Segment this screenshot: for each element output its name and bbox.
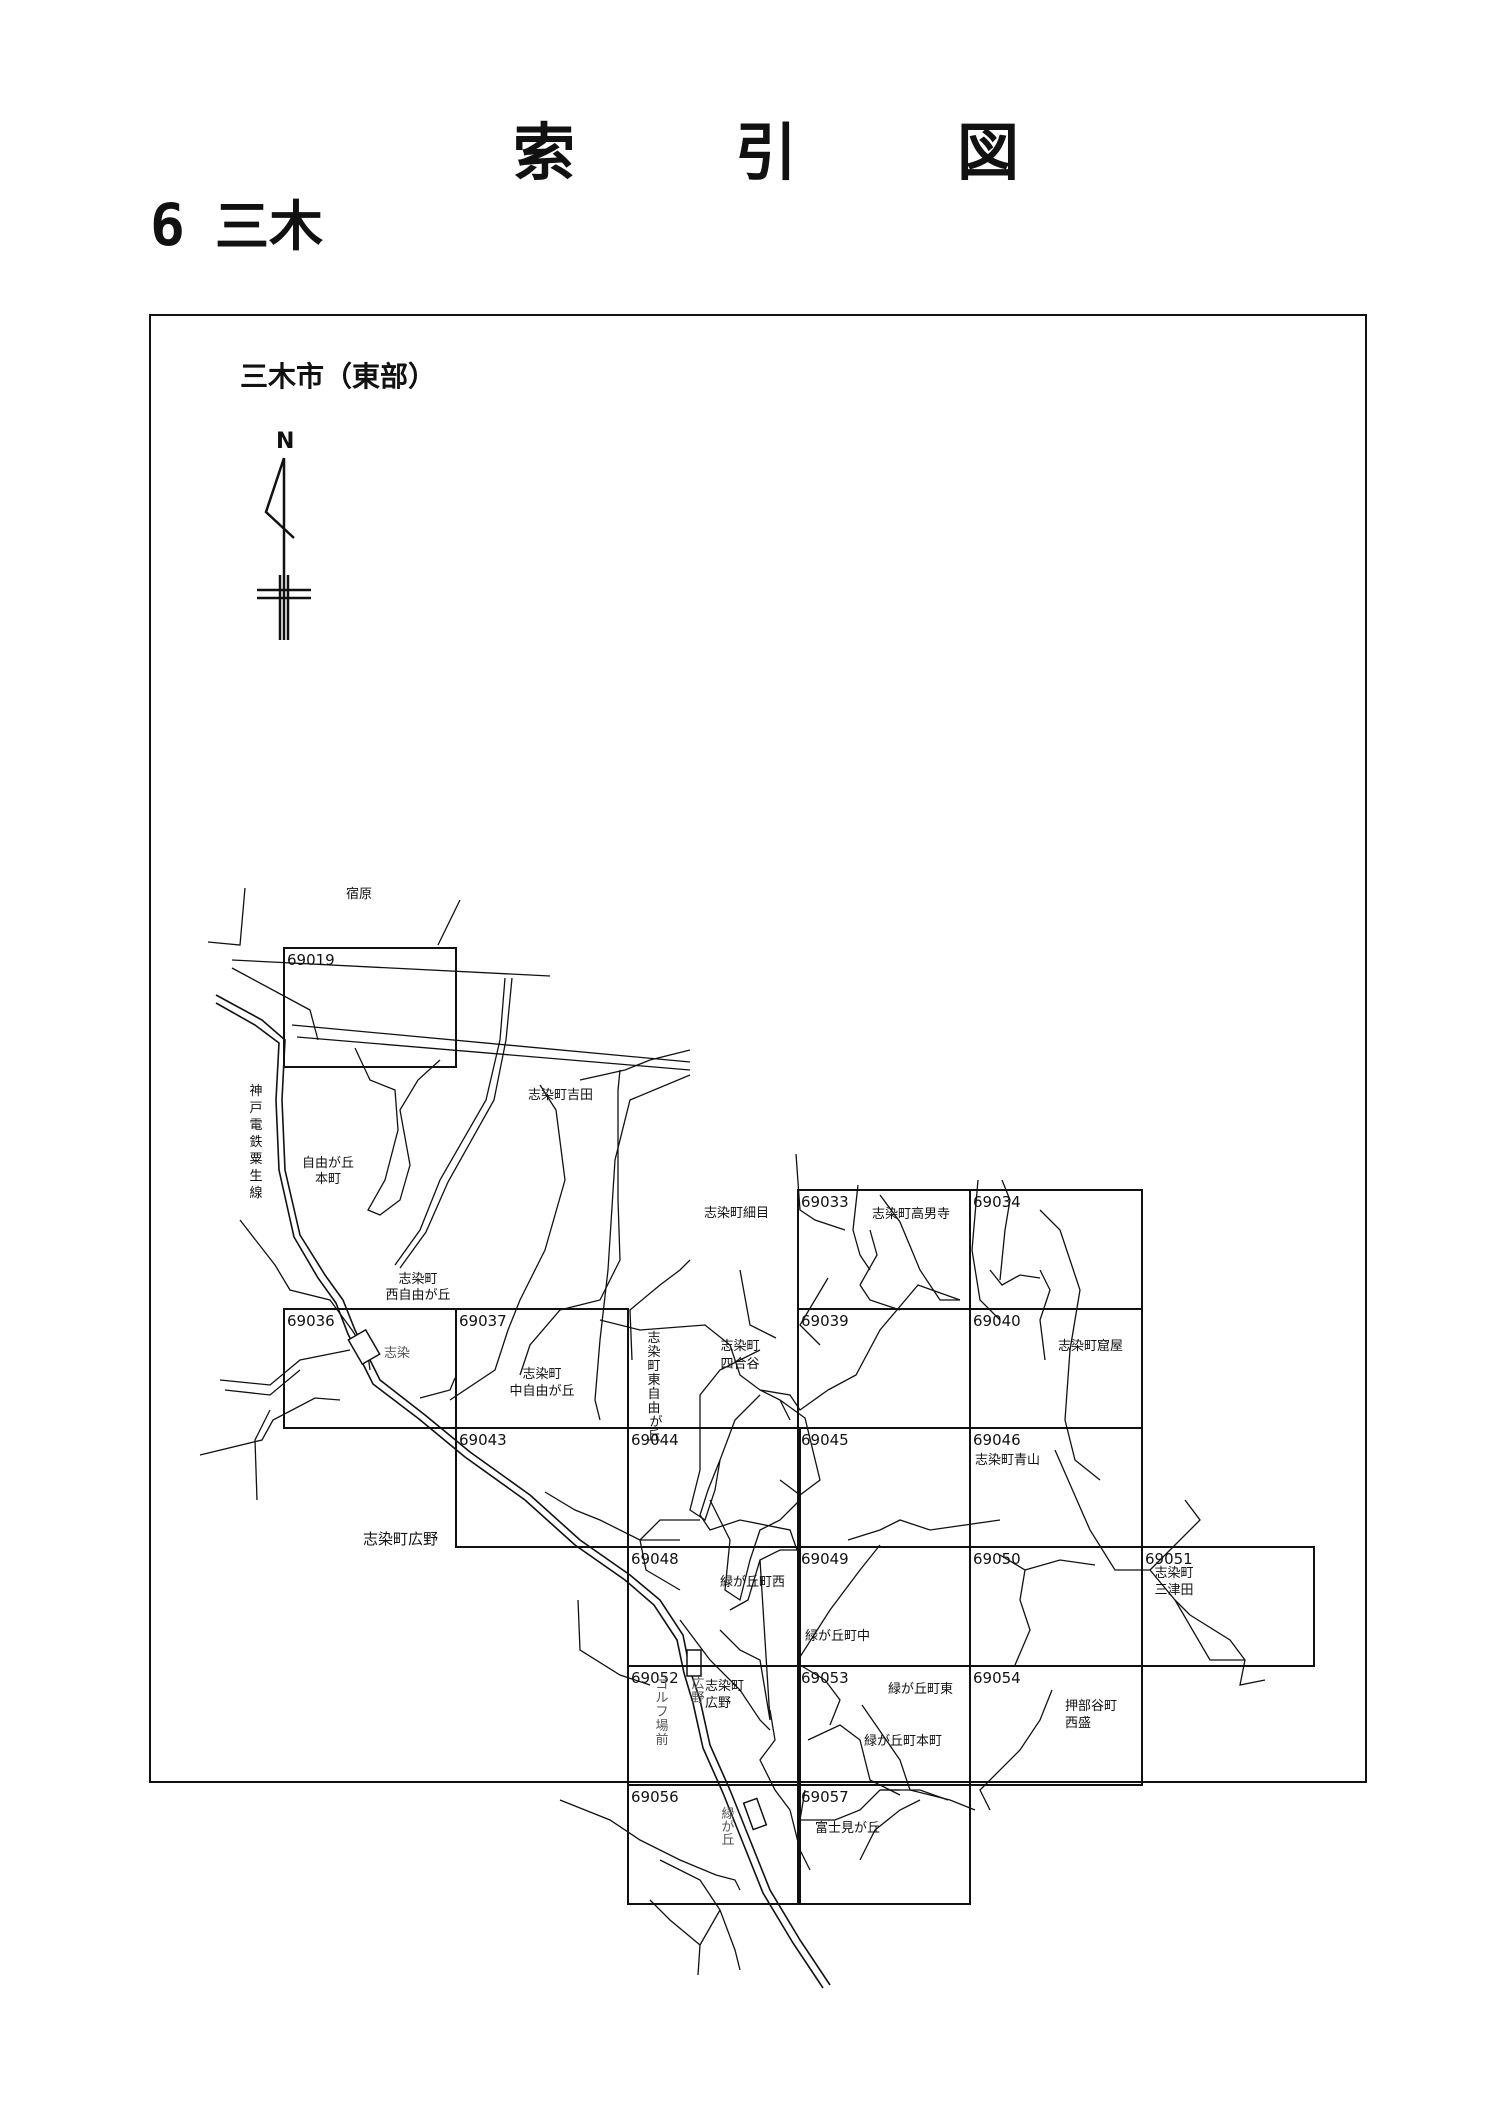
station-hirono-line1: 広野 [691,1677,704,1706]
tile-label-69046: 志染町青山 [975,1453,1040,1468]
tile-id-69040: 69040 [973,1312,1021,1330]
tile-label-69049: 緑が丘町中 [805,1629,870,1644]
tile-id-69045: 69045 [801,1431,849,1449]
tile-id-69054: 69054 [973,1669,1021,1687]
tile-id-69037: 69037 [459,1312,507,1330]
tile-69051[interactable] [1141,1546,1315,1667]
tile-id-69052: 69052 [631,1669,679,1687]
north-label: N [276,429,294,454]
page-title-char-1: 索 [513,116,576,189]
section-number: 6 [150,191,185,259]
tile-label-69033: 志染町高男寺 [872,1206,950,1222]
station-shijimi-marker [347,1328,381,1366]
tile-id-69019: 69019 [287,951,335,969]
page-title-char-3: 図 [957,116,1020,189]
tile-id-69036: 69036 [287,1312,335,1330]
map-title: 三木市（東部） [240,360,437,393]
tile-label-69057: 富士見が丘 [815,1820,880,1836]
station-midorigaoka: 緑が丘 [721,1807,734,1848]
tile-69056[interactable] [627,1784,801,1905]
place-nishi-jiyugaoka: 志染町西自由が丘 [385,1272,450,1303]
railway-label: 神戸電鉄粟生線 [249,1084,262,1201]
place-midorigaoka-honmachi: 緑が丘町本町 [864,1734,942,1749]
tile-id-69044: 69044 [631,1431,679,1449]
tile-69054[interactable] [969,1665,1143,1786]
station-hirono-line2: ゴルフ場前 [655,1676,668,1748]
tile-label-69051: 志染町三津田 [1154,1566,1193,1598]
place-yoshida: 志染町吉田 [528,1088,593,1103]
north-arrow-icon: N [257,429,311,640]
tile-id-69046: 69046 [973,1431,1021,1449]
tile-id-69050: 69050 [973,1550,1021,1568]
section-name: 三木 [215,195,323,258]
tile-id-69033: 69033 [801,1193,849,1211]
station-shijimi: 志染 [384,1346,410,1361]
tile-label-69052: 志染町広野 [705,1679,744,1711]
tile-label-69037: 志染町中自由が丘 [509,1367,574,1399]
tile-label-69054: 押部谷町西盛 [1065,1699,1117,1731]
place-higashi-jiyugaoka: 志染町東自由 が丘 [645,1331,662,1444]
tile-69057[interactable] [797,1784,971,1905]
railway-line [215,994,831,1989]
tile-69019[interactable] [283,947,457,1068]
place-hosome: 志染町細目 [704,1206,769,1221]
tile-id-69034: 69034 [973,1193,1021,1211]
page-title-char-2: 引 [735,116,798,189]
station-markers [347,1328,768,1831]
place-jiyugaoka-honmachi: 自由が丘本町 [302,1156,354,1187]
tile-grid: 69019 69033 69034 69036 69037 69039 69040 69043… [283,947,1315,1905]
tile-label-69048: 緑が丘町西 [720,1575,785,1590]
tile-label-69040: 志染町窟屋 [1058,1338,1123,1354]
tile-id-69056: 69056 [631,1788,679,1806]
tile-id-69048: 69048 [631,1550,679,1568]
tile-id-69039: 69039 [801,1312,849,1330]
map-frame [149,314,1367,1783]
tile-label-69053: 緑が丘町東 [888,1681,953,1697]
tile-id-69053: 69053 [801,1669,849,1687]
tile-id-69051: 69051 [1145,1550,1193,1568]
place-shukuhara: 宿原 [346,886,372,902]
tile-id-69049: 69049 [801,1550,849,1568]
tile-id-69057: 69057 [801,1788,849,1806]
place-shigodani: 志染町四合谷 [720,1339,759,1372]
station-hirono-marker [686,1649,702,1677]
tile-id-69043: 69043 [459,1431,507,1449]
place-hirono: 志染町広野 [363,1530,438,1548]
place-labels: 宿原 志染町吉田 志染町細目 志染町広野 緑が丘町本町 [346,886,942,1749]
station-midorigaoka-marker [742,1797,768,1831]
